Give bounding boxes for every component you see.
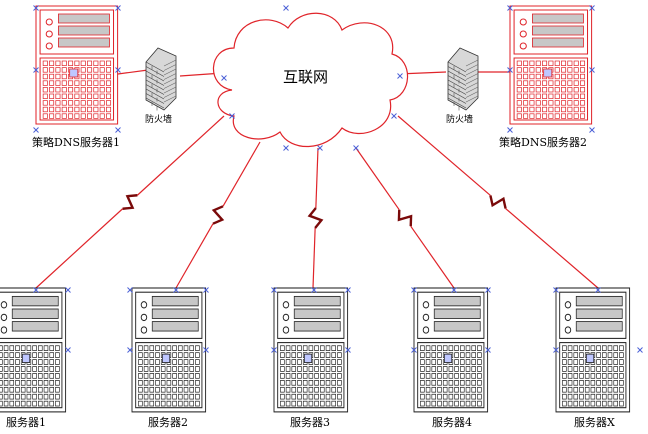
connection-marker (271, 287, 277, 293)
connection-marker (221, 75, 227, 81)
connection-marker (127, 287, 133, 293)
firewall-right-label: 防火墙 (446, 115, 474, 125)
connection-marker (229, 113, 235, 119)
connection-marker (553, 347, 559, 353)
server-x-icon (555, 287, 631, 413)
connection-marker (411, 287, 417, 293)
connection-marker (353, 145, 359, 151)
internet-cloud-label: 互联网 (283, 68, 329, 86)
connection-marker (397, 73, 403, 79)
connection-marker (391, 113, 397, 119)
server-1-label: 服务器1 (6, 416, 46, 429)
server-4-label: 服务器4 (432, 416, 472, 429)
connection-marker (33, 5, 39, 11)
connection-marker (595, 287, 601, 293)
connection-marker (65, 287, 71, 293)
dns-server-2-label: 策略DNS服务器2 (499, 136, 587, 149)
connection-marker (283, 5, 289, 11)
link-to-server-x (397, 115, 599, 289)
connection-marker (637, 347, 643, 353)
link-to-server-1 (35, 115, 225, 289)
server-3-label: 服务器3 (290, 416, 330, 429)
server-4-icon (413, 287, 489, 413)
connection-marker (33, 127, 39, 133)
server-2-label: 服务器2 (148, 416, 188, 429)
server-3-icon (273, 287, 349, 413)
link-to-server-3 (307, 147, 324, 289)
link-to-server-2 (175, 141, 261, 289)
connection-marker (485, 347, 491, 353)
firewall-right-icon (447, 47, 479, 111)
firewall-left-icon (145, 47, 177, 111)
connection-marker (451, 287, 457, 293)
connection-marker (33, 67, 39, 73)
connection-marker (589, 67, 595, 73)
dns-server-1-icon (35, 5, 119, 125)
server-x-label: 服务器X (574, 416, 615, 429)
connection-marker (33, 287, 39, 293)
server-1-icon (0, 287, 67, 413)
connection-marker (589, 5, 595, 11)
connection-marker (507, 127, 513, 133)
dns1-to-firewall-link (117, 69, 149, 75)
connection-marker (115, 67, 121, 73)
connection-marker (507, 5, 513, 11)
connection-marker (115, 127, 121, 133)
connection-marker (345, 347, 351, 353)
connection-marker (127, 347, 133, 353)
connection-marker (589, 127, 595, 133)
connection-marker (283, 145, 289, 151)
internet-cloud (212, 12, 409, 148)
link-to-server-4 (355, 147, 455, 289)
connection-marker (203, 287, 209, 293)
dns-server-1-label: 策略DNS服务器1 (32, 136, 120, 149)
connection-marker (507, 67, 513, 73)
server-2-icon (131, 287, 207, 413)
connection-marker (65, 347, 71, 353)
connection-marker (345, 287, 351, 293)
connection-marker (271, 347, 277, 353)
connection-marker (317, 145, 323, 151)
dns-server-2-icon (509, 5, 593, 125)
connection-marker (553, 287, 559, 293)
connection-marker (485, 287, 491, 293)
connection-marker (311, 287, 317, 293)
connection-marker (203, 347, 209, 353)
firewall-left-label: 防火墙 (145, 115, 173, 125)
connection-marker (411, 347, 417, 353)
connection-marker (115, 5, 121, 11)
connection-marker (173, 287, 179, 293)
